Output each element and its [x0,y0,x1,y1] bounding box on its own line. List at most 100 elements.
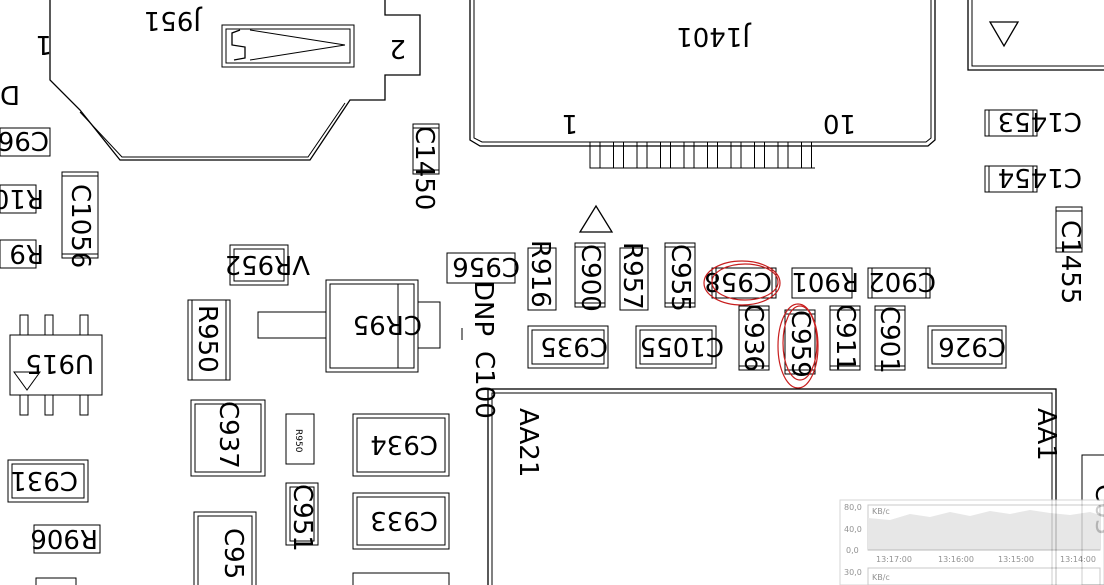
cap-c95: C95 [193,511,257,585]
svg-text:C965: C965 [0,125,49,155]
pin1-triangle-marker [578,204,614,233]
highlight-circle-c959 [777,303,819,389]
monitor-ytick-2: 0,0 [846,546,859,555]
svg-text:C1056: C1056 [65,184,95,268]
cap-c900: C900 [574,242,606,312]
cap-c951: C951 [285,482,319,552]
svg-text:C926: C926 [938,331,1006,361]
svg-text:C931: C931 [10,465,78,495]
svg-text:CR95: CR95 [353,309,422,339]
svg-text:C936: C936 [738,304,768,372]
j1401-pins [589,141,815,169]
network-monitor-overlay: 80,0 40,0 0,0 30,0 KB/c KB/c 13:17:00 13… [839,499,1104,585]
svg-text:R901: R901 [791,266,859,296]
cap-c955: C955 [664,242,696,312]
j951-pin1: 1 [35,29,52,59]
monitor-time-1: 13:16:00 [938,555,974,564]
monitor-time-3: 13:14:00 [1060,555,1096,564]
j1401-pin1: 1 [561,108,578,138]
svg-text:C900: C900 [575,244,605,312]
svg-text:R916: R916 [525,240,555,308]
j1401-label: J1401 [676,21,752,51]
svg-text:U915: U915 [25,348,94,378]
cap-c936: C936 [738,304,770,372]
svg-text:C934: C934 [370,429,438,459]
svg-text:C1455: C1455 [1055,220,1085,304]
svg-text:VR952: VR952 [225,249,310,279]
chip-aa21-label: AA21 [513,408,543,477]
monitor-ytick-1: 40,0 [844,525,862,534]
cap-c1055: C1055 [635,325,724,369]
svg-text:C937: C937 [213,401,243,469]
cap-c935: C935 [527,325,609,369]
cap-c911: C911 [829,304,861,372]
monitor-time-0: 13:17:00 [876,555,912,564]
diode-cr95: CR95 [257,279,441,373]
connector-j1401: J1401 1 10 [469,0,936,169]
ic-u915: U915 [9,314,103,416]
cap-c931: C931 [7,459,89,503]
cap-c100-dnp: DNP C100 [461,281,499,419]
svg-text:C1055: C1055 [640,331,724,361]
svg-text:C95: C95 [218,528,248,579]
svg-text:DNP: DNP [468,281,498,336]
cap-c937: C937 [190,399,266,477]
cap-c933: C933 [352,492,450,550]
varistor-vr952: VR952 [225,244,310,286]
chip-aa1-label: AA1 [1031,408,1061,461]
svg-text:R10: R10 [0,183,44,213]
svg-text:C1450: C1450 [409,126,439,210]
connector-j951: J951 1 2 [35,0,421,161]
left-edge-parts: D1 C965 R10 R9 [0,79,51,269]
svg-text:C911: C911 [830,304,860,372]
chip-aa: AA21 AA1 [487,388,1061,585]
resistor-r916: R916 [525,240,557,311]
j1401-pin10: 10 [823,108,856,138]
resistor-r901: R901 [791,266,859,299]
j951-label: J951 [144,5,203,35]
svg-text:R906: R906 [30,523,98,553]
cap-c1454: C1454 [984,162,1082,193]
svg-text:R957: R957 [617,242,647,310]
monitor-unit-top: KB/c [872,507,890,516]
svg-text:C901: C901 [874,306,904,374]
cap-c902: C902 [867,266,936,299]
svg-text:C955: C955 [665,244,695,312]
svg-text:R950: R950 [293,429,303,453]
cap-c959: C959 [784,309,816,378]
svg-text:C951: C951 [287,484,317,552]
resistor-r957: R957 [617,242,649,311]
highlight-circle-c958 [703,260,781,306]
cap-c950-small: R950 [285,413,315,465]
svg-text:C958: C958 [704,266,772,296]
resistor-r950: R950 [187,299,231,381]
cap-c956: C956 [446,251,520,284]
svg-text:C959: C959 [785,310,815,378]
svg-text:C935: C935 [540,331,608,361]
cap-c926: C926 [927,325,1007,369]
top-right-component [967,0,1104,71]
svg-text:C902: C902 [868,266,936,296]
svg-text:D1: D1 [0,79,20,109]
cap-c1056: C1056 [61,171,99,268]
monitor-ytick-0: 80,0 [844,503,862,512]
monitor-unit-bottom: KB/c [872,573,890,582]
cap-c901: C901 [874,305,906,374]
j951-pin2: 2 [389,33,406,63]
resistor-r906: R906 [30,523,101,554]
monitor-ytick-3: 30,0 [844,568,862,577]
svg-text:C1454: C1454 [998,162,1082,192]
cap-c1455: C1455 [1055,206,1085,304]
svg-text:C100: C100 [469,351,499,419]
svg-text:C933: C933 [370,505,438,535]
cap-c934: C934 [352,413,450,477]
svg-text:C956: C956 [452,251,520,281]
cap-c1450: C1450 [409,123,440,210]
cap-c958: C958 [704,266,777,299]
svg-text:R950: R950 [192,305,222,373]
cap-c1453: C1453 [984,106,1082,137]
monitor-time-2: 13:15:00 [998,555,1034,564]
svg-text:C1453: C1453 [998,106,1082,136]
svg-text:R9: R9 [9,238,44,268]
